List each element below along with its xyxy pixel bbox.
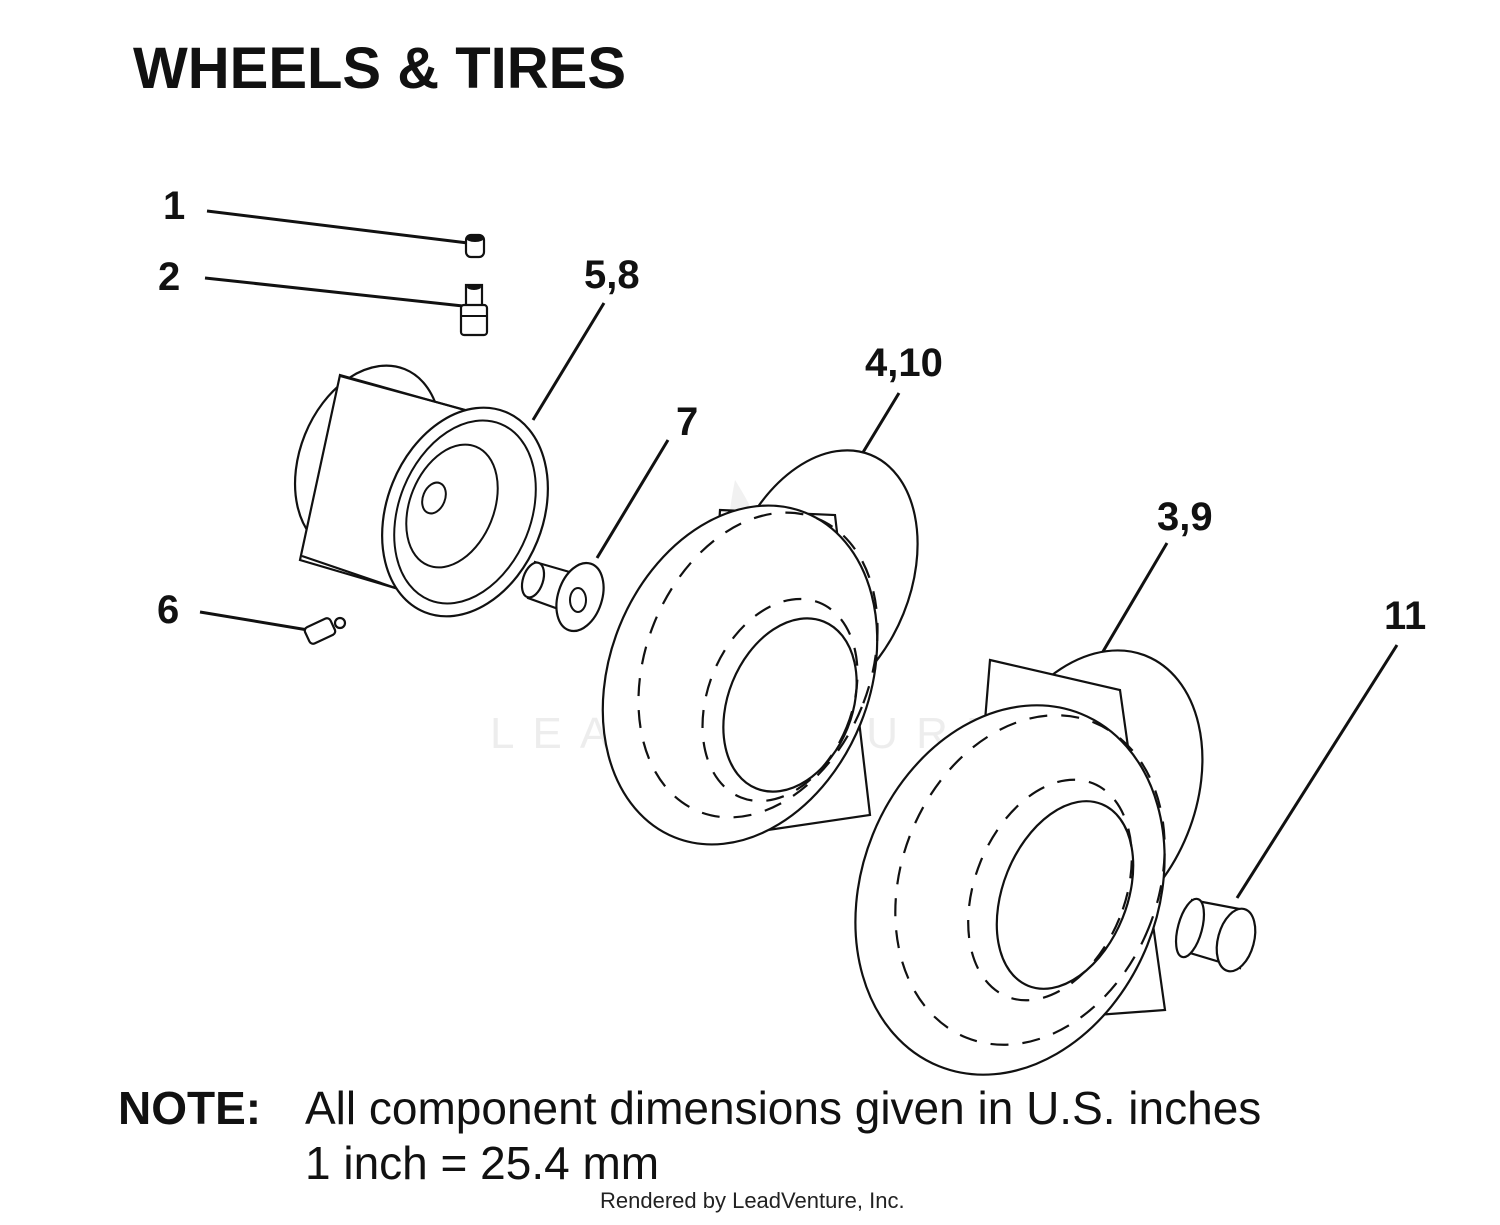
hub-cap-part: [1174, 897, 1257, 973]
page-title: WHEELS & TIRES: [133, 36, 627, 101]
callout-1: 1: [163, 184, 185, 228]
callout-11: 11: [1384, 594, 1426, 638]
note-conversion-text: 1 inch = 25.4 mm: [305, 1137, 660, 1189]
front-tire-part: [601, 449, 919, 846]
callout-7: 7: [676, 400, 698, 444]
wheel-rim-part: [293, 364, 549, 618]
note-units-text: All component dimensions given in U.S. i…: [305, 1082, 1262, 1134]
rendered-by-footer: Rendered by LeadVenture, Inc.: [600, 1188, 905, 1213]
bushing-part: [520, 560, 605, 633]
callout-6: 6: [157, 588, 179, 632]
callout-2: 2: [158, 255, 180, 299]
grease-fitting-part: [303, 616, 347, 645]
valve-cap-part: [464, 233, 486, 259]
note-label: NOTE:: [118, 1082, 262, 1134]
valve-stem-part: [459, 283, 489, 337]
callout-5-8: 5,8: [584, 253, 640, 297]
rear-tire-part: [854, 649, 1204, 1076]
callout-3-9: 3,9: [1157, 495, 1213, 539]
callout-4-10: 4,10: [865, 341, 943, 385]
